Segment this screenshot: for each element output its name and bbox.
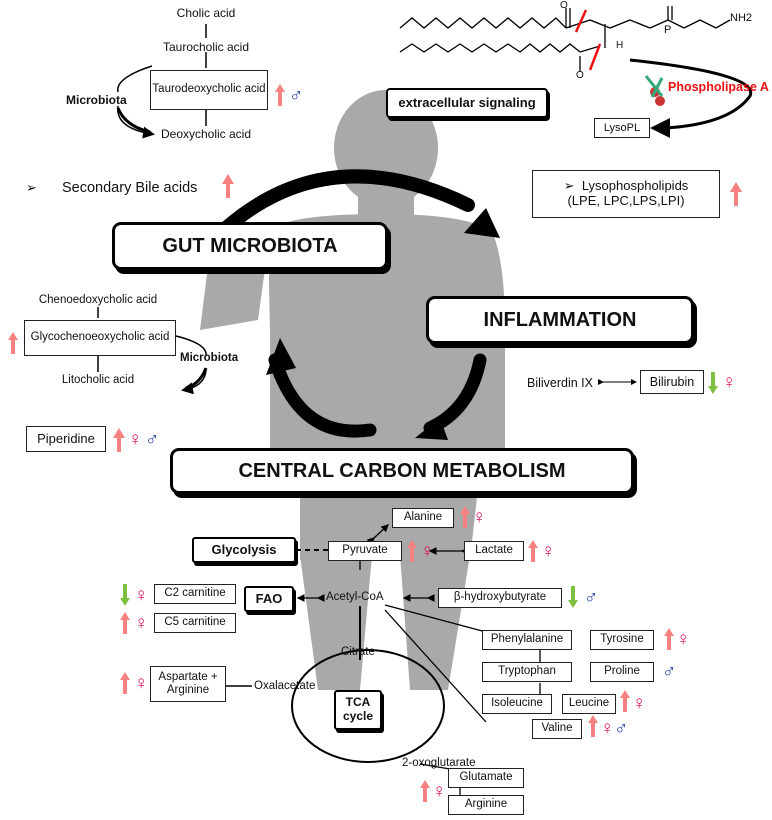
c5-carnitine-box: C5 carnitine: [154, 613, 236, 633]
glycolysis-box: Glycolysis: [192, 537, 296, 563]
down-arrow-bhb: [568, 586, 578, 608]
deoxycholic-acid: Deoxycholic acid: [160, 127, 252, 141]
taurodeoxycholic-box: Taurodeoxycholic acid: [150, 70, 268, 110]
down-arrow-c2: [120, 584, 130, 606]
up-arrow-alanine: [460, 506, 470, 528]
female-symbol-c2: ♀: [134, 585, 149, 606]
up-arrow-leucine: [620, 690, 630, 712]
oxoglutarate-label: 2-oxoglutarate: [402, 757, 476, 769]
arginine-box: Arginine: [448, 795, 524, 815]
human-silhouette: [200, 90, 505, 690]
secondary-bile-bullet: ➢: [26, 180, 37, 195]
tryptophan-box: Tryptophan: [482, 662, 572, 682]
up-arrow-asparg: [120, 672, 130, 694]
aspartate-arginine-box: Aspartate + Arginine: [150, 666, 226, 702]
lyso-bullet: ➢: [563, 178, 582, 194]
female-symbol-tyrosine: ♀: [676, 629, 691, 650]
oxalacetate-label: Oxalacetate: [254, 680, 316, 692]
male-symbol-proline: ♂: [662, 661, 677, 682]
metabolism-lines: [226, 524, 541, 795]
phenylalanine-box: Phenylalanine: [482, 630, 572, 650]
lipid-structure: [399, 6, 731, 72]
female-symbol-c5: ♀: [134, 613, 149, 634]
citrate-label: Citrate: [341, 646, 375, 658]
oxygen-label-2: O: [576, 70, 584, 81]
up-arrow-taurodeoxycholic: [275, 84, 285, 106]
secondary-bile-acids: Secondary Bile acids: [62, 180, 198, 196]
acetyl-coa-label: Acetyl-CoA: [326, 591, 384, 603]
hydrogen-label: H: [616, 40, 624, 51]
taurocholic-acid: Taurocholic acid: [162, 40, 250, 54]
up-arrow-pyruvate: [407, 540, 417, 562]
bilirubin-box: Bilirubin: [640, 370, 704, 394]
glutamate-box: Glutamate: [448, 768, 524, 788]
phospholipase-arrow: [629, 58, 753, 130]
oxygen-label-1: O: [560, 0, 568, 11]
cycle-arrows: [219, 169, 500, 440]
female-symbol-bilirubin: ♀: [722, 372, 737, 393]
lyso-sub: (LPE, LPC,LPS,LPI): [567, 193, 685, 208]
isoleucine-box: Isoleucine: [482, 694, 552, 714]
female-symbol-leucine: ♀: [632, 693, 647, 714]
extracellular-signaling-box: extracellular signaling: [386, 88, 548, 118]
bhb-box: β-hydroxybutyrate: [438, 588, 562, 608]
up-arrow-lyso: [730, 182, 742, 206]
up-arrow-glyco: [8, 332, 18, 354]
phosphorus-label: P: [664, 24, 672, 36]
bile-left-lines: [97, 307, 208, 395]
female-symbol-alanine: ♀: [472, 507, 487, 528]
lactate-box: Lactate: [464, 541, 524, 561]
up-arrow-lactate: [528, 540, 538, 562]
lysophospholipids-box: ➢ Lysophospholipids (LPE, LPC,LPS,LPI): [532, 170, 720, 218]
inflammation-box: INFLAMMATION: [426, 296, 694, 344]
pyruvate-box: Pyruvate: [328, 541, 402, 561]
up-arrow-c5: [120, 612, 130, 634]
female-symbol-asparg: ♀: [134, 673, 149, 694]
female-symbol-glutamate: ♀: [432, 781, 447, 802]
female-symbol-valine: ♀: [600, 718, 615, 739]
nh2-label: NH2: [730, 12, 753, 24]
tca-cycle-box: TCA cycle: [334, 690, 382, 730]
up-arrow-tyrosine: [664, 628, 674, 650]
tyrosine-box: Tyrosine: [590, 630, 654, 650]
level-arrows: [8, 84, 742, 802]
leucine-box: Leucine: [562, 694, 616, 714]
phospholipase-label: Phospholipase A: [668, 80, 769, 94]
central-carbon-metabolism-box: CENTRAL CARBON METABOLISM: [170, 448, 634, 494]
litocholic-acid: Litocholic acid: [61, 374, 135, 386]
alanine-box: Alanine: [392, 508, 454, 528]
female-symbol-piperidine: ♀: [128, 429, 143, 450]
scissors-icon: [644, 75, 665, 106]
lysopl-box: LysoPL: [594, 118, 650, 138]
fao-box: FAO: [244, 586, 294, 612]
cholic-acid: Cholic acid: [176, 6, 236, 20]
c2-carnitine-box: C2 carnitine: [154, 584, 236, 604]
up-arrow-piperidine: [113, 428, 125, 452]
valine-box: Valine: [532, 719, 582, 739]
up-arrow-secondary-bile: [222, 174, 234, 198]
phospholipase-arrowhead: [650, 118, 670, 138]
biliverdin-label: Biliverdin IX: [527, 376, 593, 390]
up-arrow-glutamate: [420, 780, 430, 802]
gut-microbiota-box: GUT MICROBIOTA: [112, 222, 388, 270]
male-symbol-taurodeoxycholic: ♂: [289, 85, 304, 106]
glycochenodeoxycholic-box: Glycochenoeoxycholic acid: [24, 320, 176, 356]
male-symbol-valine: ♂: [614, 718, 629, 739]
female-symbol-pyruvate: ♀: [420, 541, 435, 562]
female-symbol-lactate: ♀: [541, 541, 556, 562]
lyso-title: Lysophospholipids: [581, 178, 689, 194]
piperidine-box: Piperidine: [26, 426, 106, 452]
up-arrow-valine: [588, 715, 598, 737]
down-arrow-bilirubin: [708, 372, 718, 394]
male-symbol-piperidine: ♂: [145, 429, 160, 450]
microbiota-label-left: Microbiota: [180, 352, 239, 364]
male-symbol-bhb: ♂: [584, 587, 599, 608]
proline-box: Proline: [590, 662, 654, 682]
chenodeoxycholic-acid: Chenoedoxycholic acid: [38, 294, 158, 306]
microbiota-label-top: Microbiota: [66, 93, 127, 107]
bile-top-lines: [116, 24, 207, 139]
